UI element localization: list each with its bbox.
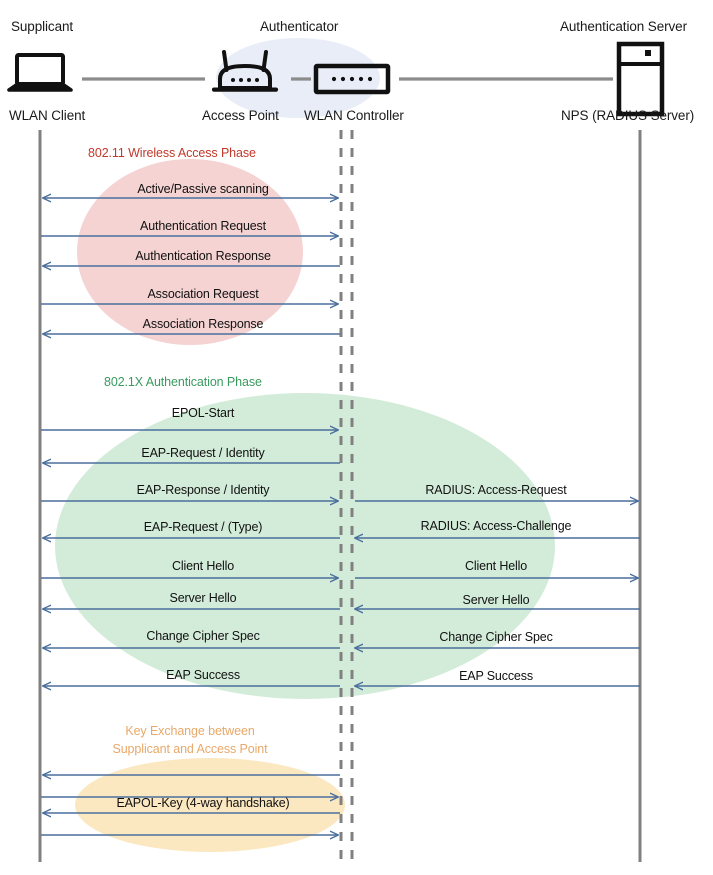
- message-label: Client Hello: [464, 559, 528, 573]
- message-label: EAP Success: [166, 668, 240, 682]
- message-label: EAPOL-Key (4-way handshake): [116, 796, 290, 810]
- message-label: EAP Success: [459, 669, 533, 683]
- message-label: Server Hello: [169, 591, 237, 605]
- node-label-wlan-client: WLAN Client: [9, 108, 86, 123]
- message-label: EPOL-Start: [171, 406, 235, 420]
- node-label-wlan-controller: WLAN Controller: [304, 108, 404, 123]
- laptop-icon: [7, 53, 73, 92]
- message-label: Association Response: [142, 317, 264, 331]
- message-label: Active/Passive scanning: [137, 182, 269, 196]
- phase-title-key-exchange-line2: Supplicant and Access Point: [112, 742, 268, 757]
- message-label: Authentication Response: [135, 249, 271, 263]
- message-label: RADIUS: Access-Request: [425, 483, 567, 497]
- message-label: Authentication Request: [140, 219, 266, 233]
- access-point-icon: [211, 50, 279, 92]
- node-label-access-point: Access Point: [202, 108, 279, 123]
- message-label: Change Cipher Spec: [146, 629, 260, 643]
- role-label-supplicant: Supplicant: [11, 19, 74, 34]
- message-label: Client Hello: [171, 559, 235, 573]
- server-icon: [616, 41, 665, 117]
- message-label: Change Cipher Spec: [439, 630, 553, 644]
- phase-title-802-1x: 802.1X Authentication Phase: [104, 375, 262, 389]
- role-label-authenticator: Authenticator: [260, 19, 339, 34]
- phase-key-exchange-ellipse: [75, 758, 345, 852]
- phase-title-key-exchange-line1: Key Exchange between: [125, 724, 255, 738]
- message-label: EAP-Request / Identity: [141, 446, 265, 460]
- node-label-nps-radius: NPS (RADIUS Server): [561, 108, 695, 123]
- phase-title-802-11: 802.11 Wireless Access Phase: [88, 146, 256, 160]
- phase-802-1x-ellipse: [55, 393, 555, 699]
- message-label: Server Hello: [462, 593, 530, 607]
- wlan-controller-icon: [313, 63, 391, 95]
- message-label: RADIUS: Access-Challenge: [420, 519, 572, 533]
- phase-802-11-ellipse: [77, 159, 303, 345]
- message-label: Association Request: [147, 287, 259, 301]
- message-label: EAP-Request / (Type): [143, 520, 263, 534]
- message-label: EAP-Response / Identity: [136, 483, 270, 497]
- role-label-auth-server: Authentication Server: [560, 19, 687, 34]
- phase-title-key-exchange: Key Exchange between Supplicant and Acce…: [100, 722, 280, 758]
